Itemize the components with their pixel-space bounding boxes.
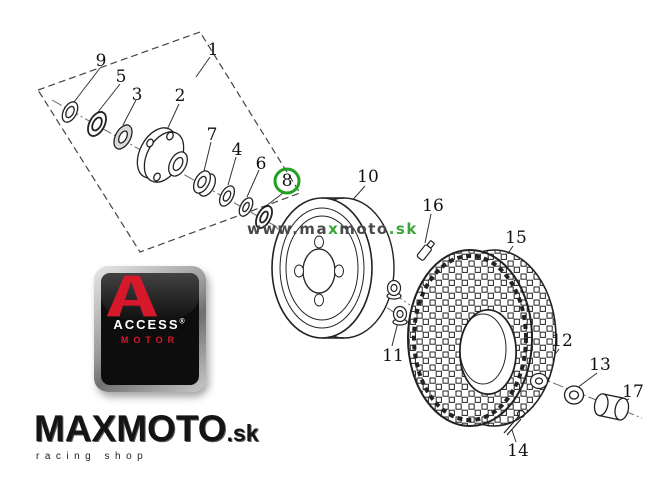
part-3-bearing [113, 124, 133, 150]
part-8-highlight-circle [273, 167, 301, 195]
part-17-dust-cap [593, 393, 630, 421]
assembly-boundary-box [37, 31, 301, 253]
part-label-1: 1 [207, 40, 219, 60]
maxmoto-brand-text: MAXMOTO [34, 408, 227, 449]
registered-mark-icon: ® [179, 318, 187, 326]
part-12-washer [529, 372, 549, 390]
part-4-washer [218, 185, 236, 207]
part-label-2: 2 [174, 86, 186, 106]
part-label-13: 13 [589, 355, 611, 375]
watermark: www.maxmoto.sk [247, 220, 418, 238]
part-label-11: 11 [382, 346, 404, 366]
access-motor-logo: ACCESS® MOTOR [94, 266, 206, 392]
part-16-valve-stem [416, 240, 435, 261]
maxmoto-tagline: racing shop [36, 451, 149, 462]
maxmoto-tld-text: .sk [226, 420, 259, 446]
part-11-lug-nuts [386, 279, 408, 326]
watermark-segment: moto [339, 220, 389, 238]
access-a-icon [106, 275, 158, 317]
access-motor-text: MOTOR [120, 335, 180, 345]
maxmoto-logo: MAXMOTO .sk racing shop [34, 410, 259, 462]
part-5-seal [87, 111, 107, 137]
part-label-4: 4 [231, 140, 243, 160]
part-label-3: 3 [131, 85, 143, 105]
part-8-seal [255, 205, 273, 229]
part-9-ring [61, 101, 79, 123]
part-7-bearing [192, 170, 217, 197]
part-6-spacer [238, 197, 254, 217]
part-label-10: 10 [357, 167, 379, 187]
part-label-12: 12 [551, 331, 573, 351]
part-label-17: 17 [622, 382, 644, 402]
part-10-rim [271, 197, 395, 339]
watermark-segment: x [328, 220, 340, 238]
part-label-14: 14 [507, 441, 529, 461]
part-label-7: 7 [206, 125, 218, 145]
part-2-hub [136, 127, 188, 183]
watermark-segment: .sk [388, 220, 418, 238]
watermark-segment: www.ma [247, 220, 329, 238]
part-label-15: 15 [505, 228, 527, 248]
access-brand-text: ACCESS® [113, 317, 187, 332]
part-13-nut [563, 385, 585, 405]
part-14-cotter-pin [503, 409, 526, 436]
part-label-9: 9 [95, 51, 107, 71]
part-label-5: 5 [115, 67, 127, 87]
part-label-16: 16 [422, 196, 444, 216]
access-motor-logo-inner: ACCESS® MOTOR [101, 273, 199, 385]
part-label-6: 6 [255, 154, 267, 174]
part-15-tire [407, 248, 557, 428]
